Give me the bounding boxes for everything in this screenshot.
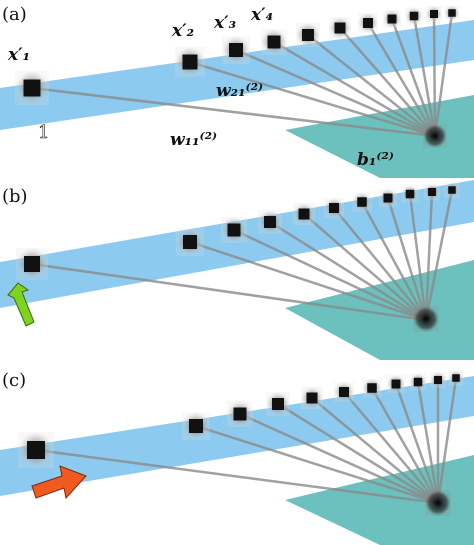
weight-line — [343, 391, 439, 504]
weight-line — [269, 220, 427, 322]
weight-line — [277, 402, 439, 505]
input-node-core — [183, 235, 197, 249]
weight-line — [307, 34, 436, 137]
weight-line — [370, 387, 440, 504]
weight-line — [386, 197, 428, 321]
input-node-core — [434, 376, 442, 384]
input-node-core — [306, 392, 318, 404]
input-node-core — [229, 43, 243, 57]
weight-line — [436, 377, 458, 504]
input-node-core — [189, 419, 203, 433]
label-x4: x′₄ — [250, 5, 273, 25]
weight-line — [233, 228, 427, 322]
input-node-core — [391, 379, 401, 389]
green-up-arrow-icon — [7, 282, 35, 327]
weight-line — [424, 191, 434, 321]
input-node-core — [448, 186, 456, 194]
weight-line — [189, 60, 436, 138]
panel-b: (b) — [0, 180, 474, 360]
input-node-core — [448, 9, 456, 17]
weight-line — [31, 86, 436, 138]
label-one: 1 — [38, 122, 49, 143]
weight-line — [311, 397, 439, 504]
label-x3: x′₃ — [213, 13, 236, 33]
output-plane — [285, 455, 474, 545]
weight-line — [366, 22, 437, 137]
input-node-core — [267, 35, 281, 49]
input-node-core — [413, 377, 423, 387]
label-x2: x′₂ — [171, 21, 194, 41]
weight-line — [303, 213, 427, 321]
input-nodes — [15, 5, 460, 105]
input-node-core — [387, 14, 397, 24]
input-nodes — [18, 370, 464, 468]
input-node-core — [339, 387, 349, 397]
connection-lines — [31, 189, 454, 322]
weight-line — [235, 48, 436, 138]
weight-line — [412, 15, 437, 137]
input-node-core — [452, 374, 460, 382]
input-node-core — [298, 208, 310, 220]
weight-line — [360, 201, 428, 321]
input-node-core — [357, 197, 367, 207]
input-node-core — [329, 203, 339, 213]
label-b1: b₁⁽²⁾ — [357, 150, 394, 170]
weight-line — [390, 18, 437, 137]
weight-line — [195, 424, 439, 505]
input-node-core — [227, 223, 241, 237]
weight-line — [433, 12, 454, 137]
weight-line — [31, 262, 427, 322]
weight-line — [394, 383, 440, 504]
output-node — [423, 124, 447, 148]
label-x1: x′₁ — [7, 45, 30, 65]
weight-line — [189, 240, 427, 322]
input-node-core — [334, 22, 346, 34]
input-node-core — [405, 189, 415, 199]
input-node-core — [430, 10, 438, 18]
panel-label-b: (b) — [2, 186, 28, 207]
output-node — [425, 490, 451, 516]
weight-line — [424, 189, 454, 321]
input-node-core — [27, 441, 45, 459]
input-node-core — [363, 18, 373, 28]
input-nodes — [16, 182, 460, 280]
connection-lines — [31, 12, 454, 138]
connection-lines — [35, 377, 458, 505]
label-w11: w₁₁⁽²⁾ — [170, 130, 217, 150]
weight-line — [333, 207, 427, 321]
input-node-core — [23, 79, 41, 97]
weight-line — [273, 40, 436, 138]
panel-label-a: (a) — [2, 4, 27, 25]
weight-line — [339, 27, 436, 137]
panel-a: (a) x′₁ x′₂ x′₃ x′₄ w₂₁⁽²⁾ w₁₁⁽²⁾ b₁⁽²⁾ … — [0, 4, 474, 178]
panel-label-c: (c) — [2, 370, 26, 391]
input-node-core — [383, 193, 393, 203]
orange-right-arrow-icon — [31, 465, 87, 500]
weight-line — [35, 448, 439, 505]
input-node-core — [264, 216, 276, 228]
weight-line — [408, 193, 428, 321]
input-node-core — [24, 256, 40, 272]
input-node-core — [233, 407, 247, 421]
input-node-core — [182, 54, 198, 70]
input-node-core — [367, 383, 377, 393]
input-node-core — [409, 11, 419, 21]
weight-line — [432, 13, 437, 137]
input-node-core — [272, 398, 284, 410]
weight-line — [239, 412, 439, 505]
label-w21: w₂₁⁽²⁾ — [216, 81, 263, 101]
output-node — [413, 306, 439, 332]
weight-line — [416, 381, 440, 504]
output-plane — [285, 260, 474, 360]
input-node-core — [428, 188, 436, 196]
panel-c: (c) — [0, 370, 474, 545]
input-node-core — [302, 29, 314, 41]
